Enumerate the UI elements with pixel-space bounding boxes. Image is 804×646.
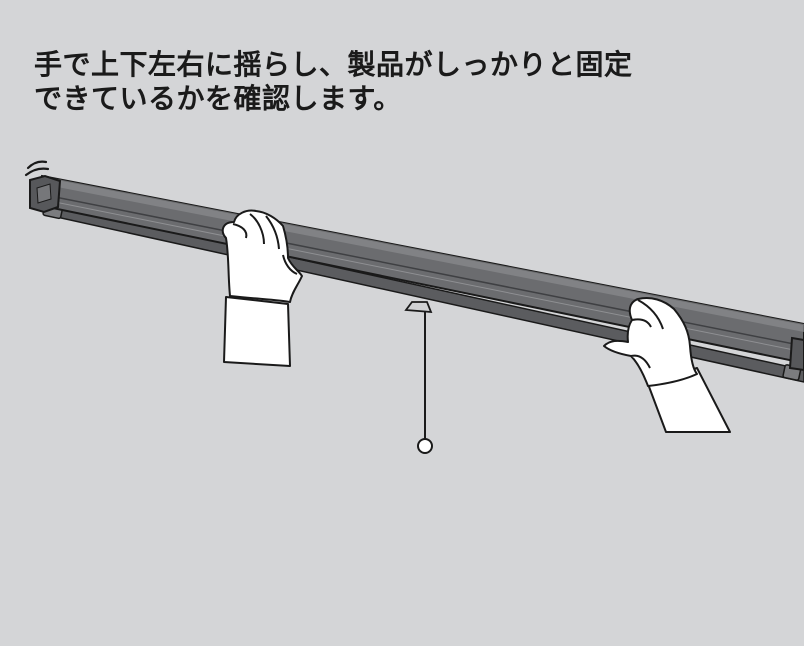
left-hand xyxy=(221,209,303,367)
left-end-cap xyxy=(29,174,62,214)
pull-ring-icon xyxy=(417,438,433,454)
instruction-text: 手で上下左右に揺らし、製品がしっかりと固定 できているかを確認します。 xyxy=(34,48,633,116)
instruction-line-2: できているかを確認します。 xyxy=(34,82,402,115)
right-end-cap xyxy=(788,336,804,372)
instruction-line-1: 手で上下左右に揺らし、製品がしっかりと固定 xyxy=(34,48,633,81)
left-shake-lines-icon xyxy=(24,160,50,177)
right-hand xyxy=(603,297,731,433)
pull-cord-assembly xyxy=(404,301,433,454)
